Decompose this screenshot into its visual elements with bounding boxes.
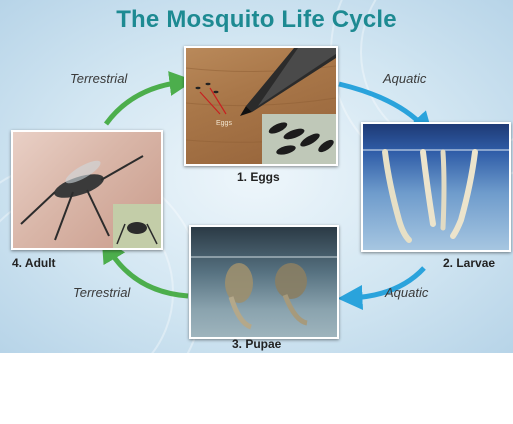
eggs-photo: Eggs [184,46,338,166]
arrow-adult-to-eggs [106,82,182,124]
pupae-photo [189,225,339,339]
egg-photo-label: Eggs [216,120,232,127]
adult-photo [11,130,163,250]
habitat-label-terrestrial-top: Terrestrial [70,71,127,86]
stage-caption-pupae: 3. Pupae [232,337,281,351]
habitat-label-terrestrial-bottom: Terrestrial [73,285,130,300]
stage-caption-adult: 4. Adult [12,256,56,270]
stage-caption-eggs: 1. Eggs [237,170,280,184]
larvae-photo [361,122,511,252]
habitat-label-aquatic-top: Aquatic [383,71,426,86]
stage-caption-larvae: 2. Larvae [443,256,495,270]
habitat-label-aquatic-bottom: Aquatic [385,285,428,300]
